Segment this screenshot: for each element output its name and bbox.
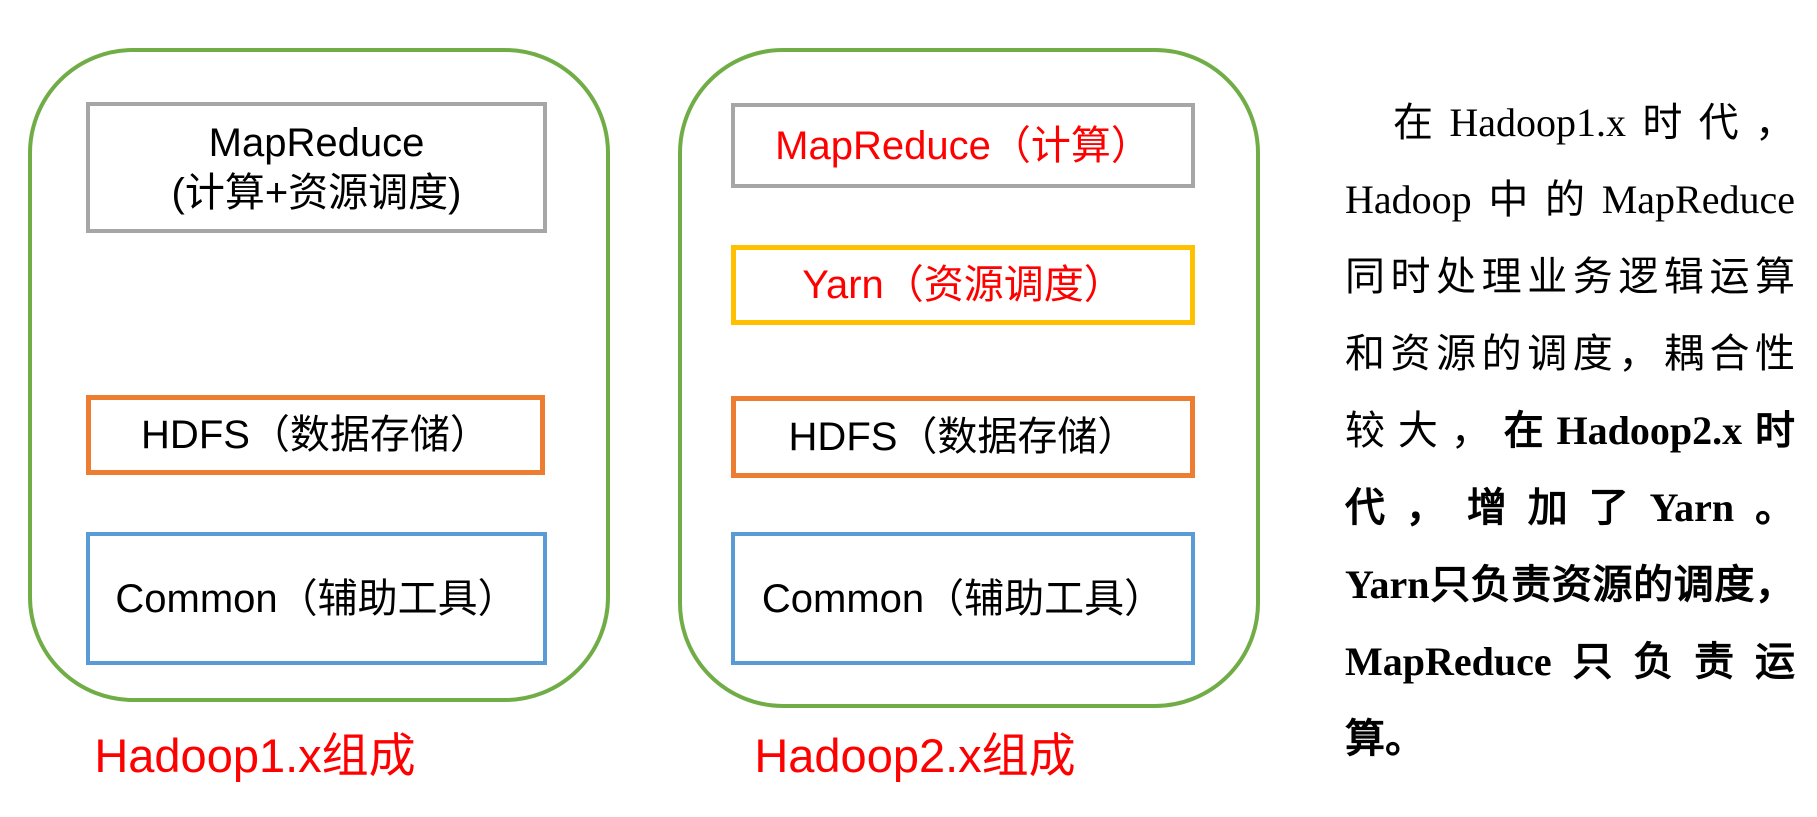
hadoop1-container: [28, 48, 610, 702]
description-line-9: 算。: [1345, 700, 1795, 777]
description-line-4: 和资源的调度，耦合性: [1345, 315, 1795, 392]
hadoop1-hdfs-box: HDFS（数据存储）: [86, 395, 545, 475]
hadoop1-hdfs-label: HDFS（数据存储）: [141, 413, 490, 457]
description-line-2: Hadoop中的MapReduce: [1345, 161, 1795, 238]
hadoop2-caption: Hadoop2.x组成: [754, 729, 1076, 782]
description-line-5: 较大，在Hadoop2.x时: [1345, 392, 1795, 469]
hadoop1-caption: Hadoop1.x组成: [94, 729, 416, 782]
hadoop2-hdfs-box: HDFS（数据存储）: [731, 396, 1195, 478]
hadoop2-yarn-label: Yarn（资源调度）: [802, 263, 1124, 307]
hadoop2-yarn-box: Yarn（资源调度）: [731, 245, 1195, 325]
line6-bold-text: 代，增加了Yarn。: [1345, 485, 1795, 530]
description-line-8: MapReduce只负责运: [1345, 623, 1795, 700]
line3-normal-text: 同时处理业务逻辑运算: [1345, 254, 1795, 299]
hadoop1-common-box: Common（辅助工具）: [86, 532, 547, 665]
hadoop2-mapreduce-box: MapReduce（计算）: [731, 103, 1195, 188]
line9-bold-text: 算。: [1345, 716, 1425, 761]
description-line-7: Yarn只负责资源的调度，: [1345, 546, 1795, 623]
description-line-3: 同时处理业务逻辑运算: [1345, 238, 1795, 315]
line8-bold-text: MapReduce只负责运: [1345, 639, 1795, 684]
hadoop1-common-label: Common（辅助工具）: [115, 576, 518, 621]
hadoop2-common-box: Common（辅助工具）: [731, 532, 1195, 665]
hadoop2-common-label: Common（辅助工具）: [761, 576, 1165, 621]
line2-normal-text: Hadoop中的MapReduce: [1345, 177, 1795, 222]
line5-bold-text: 在Hadoop2.x时: [1503, 408, 1795, 453]
description-line-1: 在Hadoop1.x时代，: [1345, 84, 1795, 161]
hadoop2-hdfs-label: HDFS（数据存储）: [788, 415, 1138, 459]
hadoop1-mapreduce-label-line1: MapReduce: [208, 120, 425, 165]
hadoop2-mapreduce-label: MapReduce（计算）: [775, 123, 1151, 168]
line1-normal-text: 在Hadoop1.x时代，: [1393, 100, 1795, 145]
line7-bold-text: Yarn只负责资源的调度，: [1345, 562, 1795, 607]
description-line-6: 代，增加了Yarn。: [1345, 469, 1795, 546]
description-paragraph: 在Hadoop1.x时代， Hadoop中的MapReduce 同时处理业务逻辑…: [1345, 84, 1795, 777]
line5-normal-text: 较大，: [1345, 408, 1504, 453]
hadoop1-mapreduce-box: MapReduce (计算+资源调度): [86, 102, 547, 233]
hadoop2-container: [678, 48, 1260, 708]
line4-normal-text: 和资源的调度，耦合性: [1345, 331, 1795, 376]
hadoop1-mapreduce-label-line2: (计算+资源调度): [171, 170, 462, 215]
